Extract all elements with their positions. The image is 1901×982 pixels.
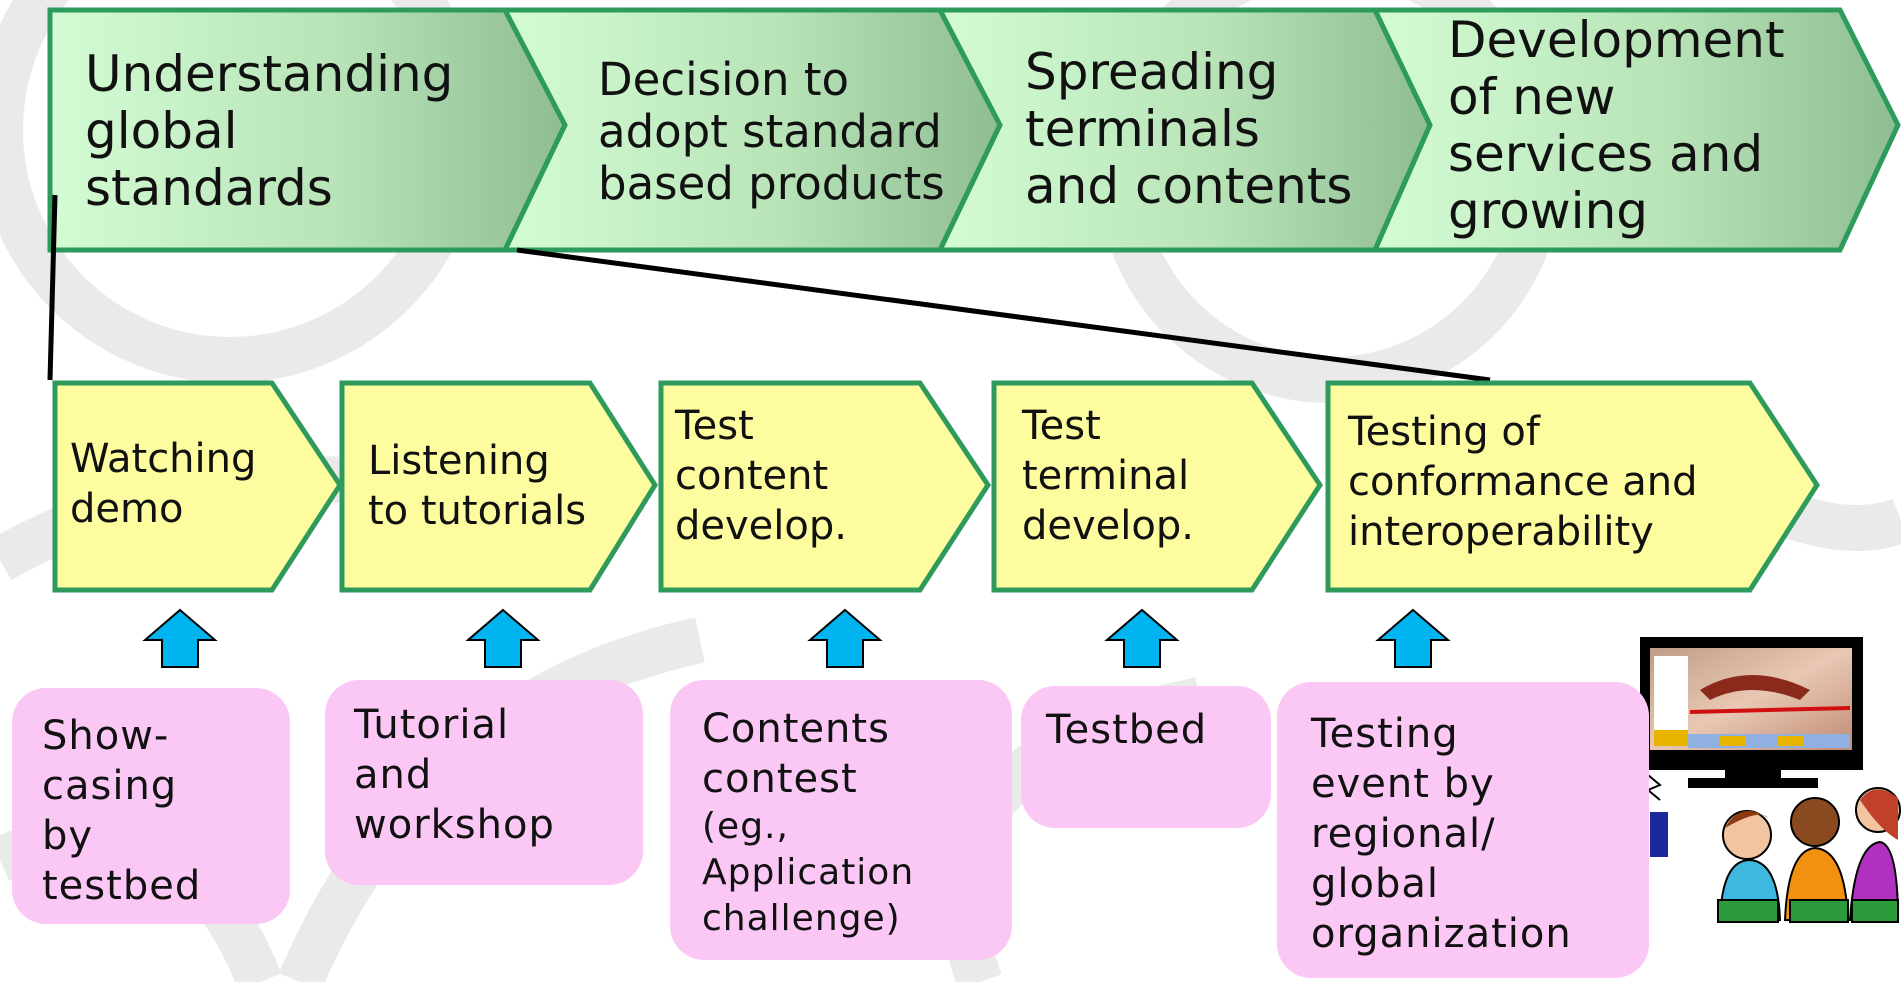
stage-4-label: Development of new services and growing — [1448, 12, 1785, 240]
stage-1-line-2: global — [85, 102, 238, 160]
activity-1-line-1: Watching — [70, 436, 257, 482]
up-arrow-3 — [807, 608, 883, 668]
event-1-line-1: Show- — [42, 713, 170, 759]
event-5-line-2: event by — [1311, 761, 1495, 807]
up-arrow-4 — [1104, 608, 1180, 668]
event-5-line-3: regional/ — [1311, 811, 1496, 857]
stage-3-line-3: and contents — [1025, 157, 1353, 215]
activity-3-line-2: content — [675, 453, 829, 499]
stage-1-label: Understanding global standards — [85, 46, 453, 217]
stage-3-line-2: terminals — [1025, 100, 1260, 158]
activity-5-shape — [1325, 380, 1820, 593]
event-3-line-1: Contents — [702, 706, 890, 752]
activity-2-line-1: Listening — [368, 438, 550, 484]
activity-1-shape — [52, 380, 343, 593]
event-4-label: Testbed — [1046, 705, 1207, 755]
event-3-line-4: Application — [702, 852, 915, 893]
stage-1-line-3: standards — [85, 159, 333, 217]
zoom-connector-lines — [47, 194, 1491, 383]
event-2-line-2: and — [354, 752, 433, 798]
audience-watching-tv-illustration — [1640, 637, 1901, 923]
event-box-5 — [1277, 682, 1649, 978]
activity-chevrons — [52, 380, 1820, 593]
stage-2-label: Decision to adopt standard based product… — [598, 54, 945, 210]
activity-1-label: Watching demo — [70, 434, 256, 534]
event-1-line-4: testbed — [42, 863, 202, 909]
up-arrow-2 — [465, 608, 541, 668]
activity-3-line-1: Test — [675, 403, 754, 449]
stage-4-line-4: growing — [1448, 182, 1648, 240]
stage-2-line-3: based products — [598, 157, 945, 210]
event-3-line-5: challenge) — [702, 898, 901, 939]
activity-4-line-2: terminal — [1022, 453, 1190, 499]
event-4-line-1: Testbed — [1046, 707, 1208, 753]
event-3-line-2: contest — [702, 756, 858, 802]
stage-3-line-1: Spreading — [1025, 43, 1279, 101]
stage-2-line-1: Decision to — [598, 53, 850, 106]
stage-4-shape — [1371, 7, 1901, 253]
event-5-line-5: organization — [1311, 911, 1572, 957]
event-5-line-4: global — [1311, 861, 1439, 907]
stage-2-line-2: adopt standard — [598, 105, 942, 158]
activity-5-line-1: Testing of — [1348, 409, 1540, 455]
event-box-4 — [1021, 686, 1271, 828]
activity-4-line-1: Test — [1022, 403, 1101, 449]
event-3-label: Contents contest (eg., Application chall… — [702, 704, 914, 942]
stage-chevrons — [47, 7, 1901, 253]
activity-4-label: Test terminal develop. — [1022, 401, 1194, 551]
stage-3-label: Spreading terminals and contents — [1025, 44, 1352, 215]
stage-1-line-1: Understanding — [85, 45, 454, 103]
stage-4-line-2: of new — [1448, 68, 1616, 126]
event-5-line-1: Testing — [1311, 711, 1459, 757]
activity-4-line-3: develop. — [1022, 503, 1194, 549]
event-1-line-2: casing — [42, 763, 178, 809]
event-2-label: Tutorial and workshop — [354, 700, 555, 850]
activity-2-line-2: to tutorials — [368, 488, 587, 534]
activity-5-label: Testing of conformance and interoperabil… — [1348, 407, 1698, 557]
activity-5-line-3: interoperability — [1348, 509, 1654, 555]
event-1-label: Show- casing by testbed — [42, 711, 201, 911]
event-box-3 — [670, 680, 1012, 960]
activity-3-label: Test content develop. — [675, 401, 847, 551]
up-arrows — [142, 608, 1451, 668]
event-1-line-3: by — [42, 813, 94, 859]
event-5-label: Testing event by regional/ global organi… — [1311, 709, 1572, 959]
activity-2-label: Listening to tutorials — [368, 436, 586, 536]
stage-4-line-3: services and — [1448, 125, 1764, 183]
activity-5-line-2: conformance and — [1348, 459, 1698, 505]
activity-3-shape — [658, 380, 991, 593]
activity-3-line-3: develop. — [675, 503, 847, 549]
event-box-2 — [325, 680, 643, 885]
event-2-line-3: workshop — [354, 802, 555, 848]
event-box-1 — [12, 688, 290, 924]
activity-1-line-2: demo — [70, 486, 184, 532]
event-2-line-1: Tutorial — [354, 702, 510, 748]
event-3-line-3: (eg., — [702, 806, 789, 847]
activity-4-shape — [991, 380, 1323, 593]
up-arrow-1 — [142, 608, 218, 668]
stage-4-line-1: Development — [1448, 11, 1785, 69]
up-arrow-5 — [1375, 608, 1451, 668]
activity-2-shape — [339, 380, 658, 593]
